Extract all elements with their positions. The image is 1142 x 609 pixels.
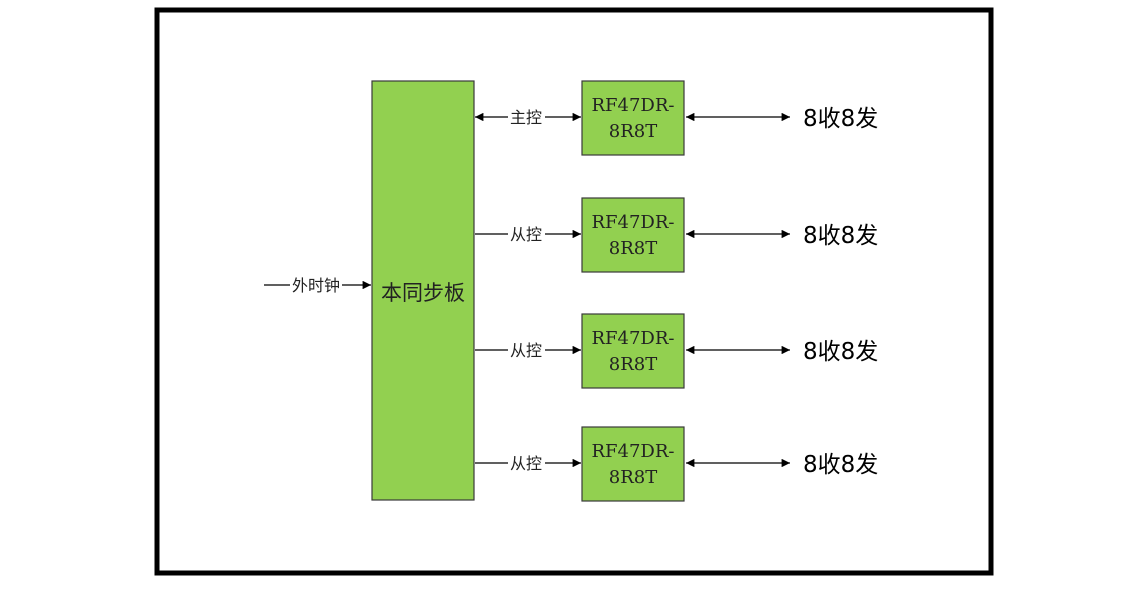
rf-module-label-line2: 8R8T xyxy=(609,354,657,375)
rf-module-label-line1: RF47DR- xyxy=(591,328,674,349)
rf-module-block xyxy=(581,197,685,273)
link-label: 从控 xyxy=(510,454,542,473)
output-label: 8收8发 xyxy=(803,339,878,365)
rf-module-block xyxy=(581,313,685,389)
rf-module-label-line2: 8R8T xyxy=(609,121,657,142)
output-label: 8收8发 xyxy=(803,106,878,132)
rf-module-block xyxy=(581,80,685,156)
rf-module-label-line1: RF47DR- xyxy=(591,95,674,116)
output-label: 8收8发 xyxy=(803,452,878,478)
sync-board-label: 本同步板 xyxy=(381,281,465,305)
external-clock-label: 外时钟 xyxy=(292,276,340,295)
sync-board-block xyxy=(371,80,475,501)
rf-module-label-line2: 8R8T xyxy=(609,238,657,259)
link-label: 从控 xyxy=(510,341,542,360)
outer-frame xyxy=(154,7,994,576)
link-label: 主控 xyxy=(510,108,542,127)
rf-module-label-line1: RF47DR- xyxy=(591,441,674,462)
output-label: 8收8发 xyxy=(803,223,878,249)
rf-module-label-line1: RF47DR- xyxy=(591,212,674,233)
rf-module-label-line2: 8R8T xyxy=(609,467,657,488)
link-label: 从控 xyxy=(510,225,542,244)
rf-module-block xyxy=(581,426,685,502)
